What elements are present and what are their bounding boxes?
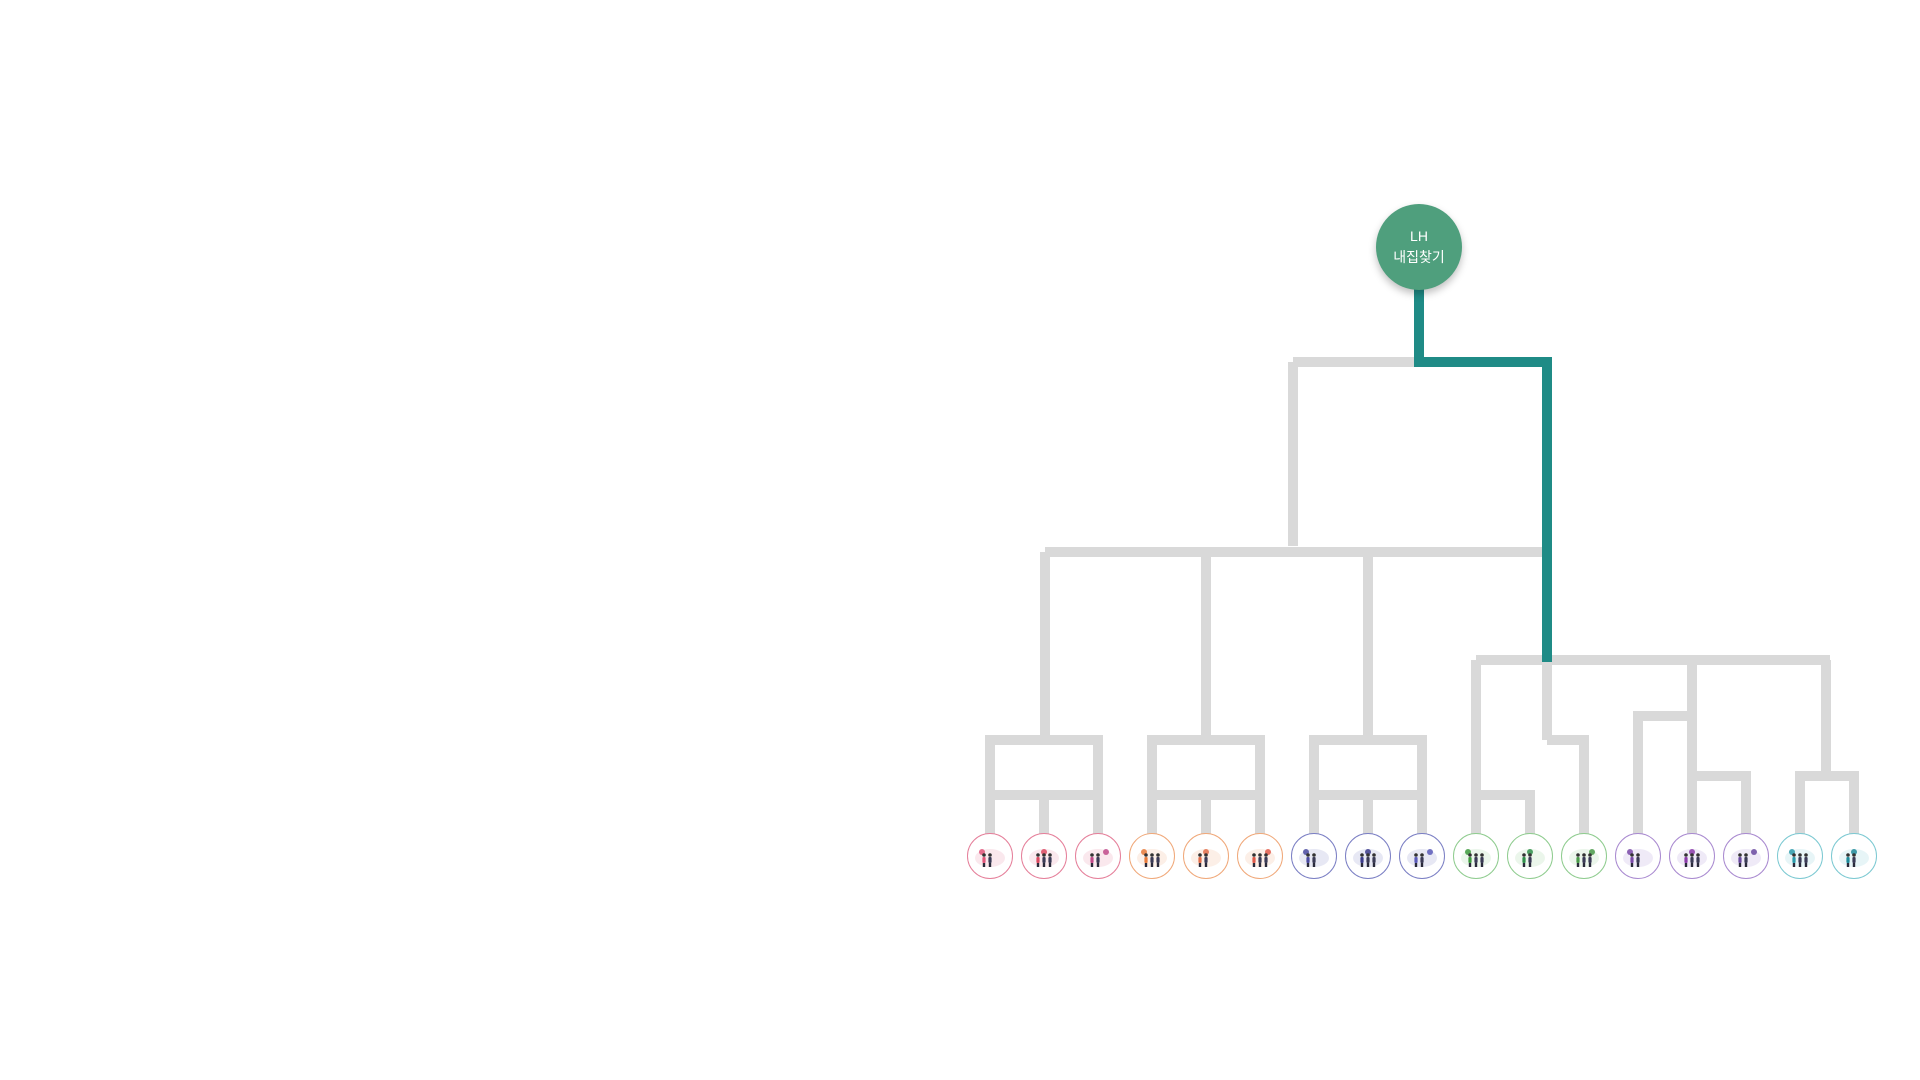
branch-group-a-outer bbox=[985, 735, 1103, 834]
group-people-icon bbox=[1299, 849, 1329, 867]
leaf-node-8[interactable] bbox=[1345, 833, 1391, 879]
branch-group-d-mid bbox=[1476, 790, 1535, 834]
leaf-node-7[interactable] bbox=[1291, 833, 1337, 879]
highlighted-path bbox=[1414, 287, 1552, 662]
leaf-node-5[interactable] bbox=[1183, 833, 1229, 879]
branch-group-f bbox=[1795, 771, 1859, 834]
leaf-node-1[interactable] bbox=[967, 833, 1013, 879]
leaf-node-4[interactable] bbox=[1129, 833, 1175, 879]
branch-group-e-right bbox=[1692, 771, 1751, 834]
building-family-icon bbox=[975, 849, 1005, 867]
leaf-node-12[interactable] bbox=[1561, 833, 1607, 879]
people-hearts-icon bbox=[1083, 849, 1113, 867]
leaf-node-2[interactable] bbox=[1021, 833, 1067, 879]
couple-umbrella-icon bbox=[1029, 849, 1059, 867]
leaf-node-11[interactable] bbox=[1507, 833, 1553, 879]
person-seated-icon bbox=[1569, 849, 1599, 867]
person-laptop-icon bbox=[1245, 849, 1275, 867]
person-resting-icon bbox=[1731, 849, 1761, 867]
branch-group-b-outer bbox=[1147, 735, 1265, 834]
leaf-node-15[interactable] bbox=[1723, 833, 1769, 879]
leaf-node-9[interactable] bbox=[1399, 833, 1445, 879]
leaf-node-6[interactable] bbox=[1237, 833, 1283, 879]
root-node-lh-home-finder[interactable]: LH 내집찾기 bbox=[1376, 204, 1462, 290]
leaf-node-16[interactable] bbox=[1777, 833, 1823, 879]
leaf-node-14[interactable] bbox=[1669, 833, 1715, 879]
family-walk-icon bbox=[1515, 849, 1545, 867]
family-group-icon bbox=[1677, 849, 1707, 867]
balloon-family-icon bbox=[1407, 849, 1437, 867]
people-waiting-icon bbox=[1839, 849, 1869, 867]
couple-sofa-icon bbox=[1137, 849, 1167, 867]
elderly-couple-icon bbox=[1623, 849, 1653, 867]
leaf-node-17[interactable] bbox=[1831, 833, 1877, 879]
family-child-icon bbox=[1191, 849, 1221, 867]
leaf-node-13[interactable] bbox=[1615, 833, 1661, 879]
root-label-line1: LH bbox=[1410, 228, 1428, 244]
root-label-line2: 내집찾기 bbox=[1393, 249, 1445, 265]
branch-group-d-right bbox=[1547, 735, 1589, 834]
couple-walking-icon bbox=[1353, 849, 1383, 867]
trees-family-icon bbox=[1461, 849, 1491, 867]
leaf-node-10[interactable] bbox=[1453, 833, 1499, 879]
leaf-node-3[interactable] bbox=[1075, 833, 1121, 879]
city-buildings-icon bbox=[1785, 849, 1815, 867]
branch-group-e-left bbox=[1633, 711, 1692, 834]
branch-group-c-outer bbox=[1309, 735, 1427, 834]
